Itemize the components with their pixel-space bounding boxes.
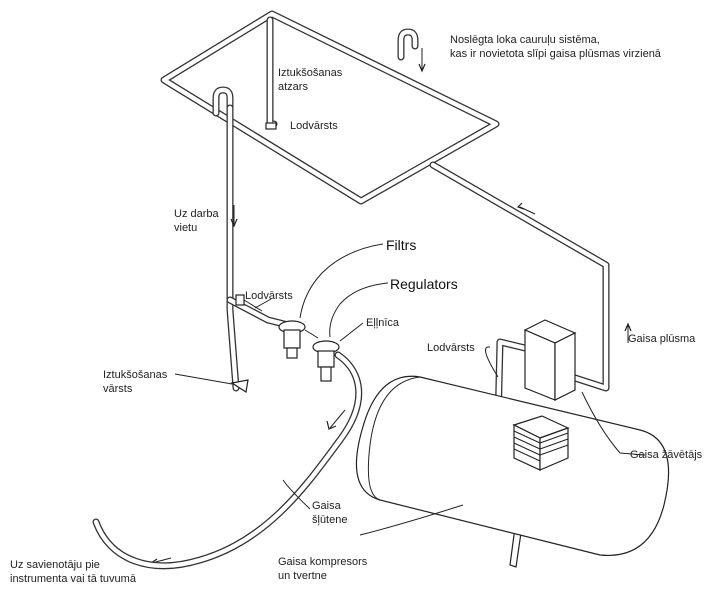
compressor-tank [355,375,670,568]
to-workplace-label: Uz darba vietu [174,207,219,235]
regulator-label: Regulators [390,276,458,292]
to-instrument-label: Uz savienotāju pie instrumenta vai tā tu… [10,558,136,586]
shutoff-valve-mid-icon [235,294,263,312]
filter-label: Filtrs [386,237,417,253]
drain-branch-label-line1: Iztukšošanas [278,67,343,79]
drain-branch-label-line2: atzars [278,81,308,93]
air-hose-label: Gaisa šļūtene [312,499,347,527]
to-workplace-label-line2: vietu [174,222,198,234]
air-hose [92,351,363,570]
drain-valve-label: Iztukšošanas vārsts [103,368,167,396]
air-hose-label-line2: šļūtene [312,514,348,526]
air-flow-label: Gaisa plūsma [628,333,696,345]
air-dryer-label: Gaisa žāvētājs [630,449,703,461]
leader-lines [174,243,646,536]
air-dryer-box [523,319,577,401]
compressor-pump [512,415,570,471]
shutoff-valve-mid-label: Lodvārsts [245,290,293,302]
to-workplace-label-line1: Uz darba [174,208,219,220]
compressor-label-line1: Gaisa kompresors [278,556,368,568]
lubricator-label: Eļļnīca [366,317,400,329]
to-instrument-label-line2: instrumenta vai tā tuvumā [10,573,136,585]
closed-loop-label: Noslēgta loka cauruļu sistēma, kas ir no… [450,33,661,61]
to-instrument-label-line1: Uz savienotāju pie [10,559,100,571]
drain-branch-label: Iztukšošanas atzars [278,66,342,94]
gooseneck-top-right [397,28,426,73]
compressor-label-line2: un tvertne [278,570,327,582]
drain-valve-label-line1: Iztukšošanas [103,369,168,381]
filter-regulator-lubricator-unit [278,320,340,382]
shutoff-valve-right-label: Lodvārsts [427,342,475,354]
drain-branch-pipe [266,16,278,130]
shutoff-valve-top-label: Lodvārsts [290,120,338,132]
closed-loop-label-line2: kas ir novietota slīpi gaisa plūsmas vir… [450,48,661,60]
closed-loop-label-line1: Noslēgta loka cauruļu sistēma, [450,34,600,46]
closed-loop-pipe [160,10,500,205]
shutoff-valve-top-icon [265,122,277,130]
drain-valve-label-line2: vārsts [103,383,133,395]
drain-valve-icon [230,379,249,393]
air-hose-label-line1: Gaisa [312,500,341,512]
compressor-label: Gaisa kompresors un tvertne [278,555,367,583]
workplace-drop-pipe [212,86,296,392]
